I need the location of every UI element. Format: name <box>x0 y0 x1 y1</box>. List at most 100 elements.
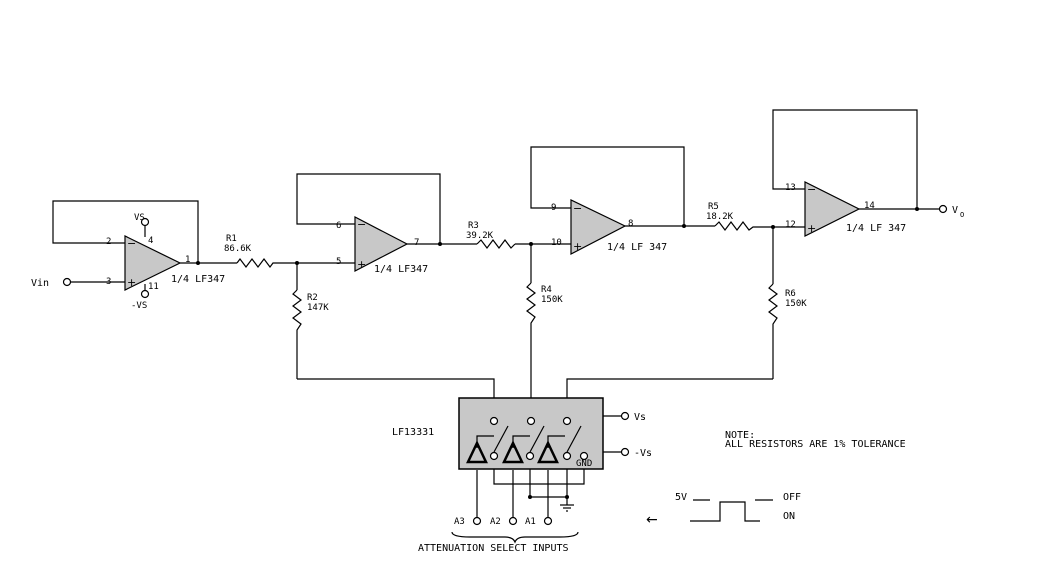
u2-feedback-wire <box>296 173 441 244</box>
junction-r1-r2 <box>295 261 299 265</box>
u3-pin-noninv: 10 <box>551 238 562 248</box>
timing-off-label: OFF <box>783 492 801 503</box>
switch-pin-d1 <box>489 451 499 461</box>
switch-gnd-bus-a <box>493 457 585 485</box>
timing-high-label: 5V <box>675 492 687 503</box>
note-text: ALL RESISTORS ARE 1% TOLERANCE <box>725 439 906 450</box>
junction-r3-r4 <box>529 242 533 246</box>
u1-part-label: 1/4 LF347 <box>171 274 225 285</box>
u1-pin-out: 1 <box>185 255 190 265</box>
inputs-caption: ATTENUATION SELECT INPUTS <box>418 543 569 554</box>
u2-pin-out: 7 <box>414 238 419 248</box>
switch-blade-2 <box>529 425 545 453</box>
u1-pin-inv: 2 <box>106 237 111 247</box>
u3-opamp <box>570 199 627 255</box>
vo-subscript: O <box>960 211 964 219</box>
input-a3-terminal <box>472 516 482 526</box>
junction-u2-out <box>438 242 442 246</box>
resistor-labels: R1 86.6K R2 147K R3 39.2K R4 150K R5 18.… <box>224 202 807 313</box>
u3-part-label: 1/4 LF 347 <box>607 242 667 253</box>
r1-value: 86.6K <box>224 244 252 254</box>
ground-icon <box>560 504 574 512</box>
u1-vplus-terminal <box>140 217 150 227</box>
r5-value: 18.2K <box>706 212 734 222</box>
u2-minus-sign: − <box>357 218 366 231</box>
u1-vminus-terminal <box>140 289 150 299</box>
junction-u3-out <box>682 224 686 228</box>
switch-vs-terminal <box>620 411 630 421</box>
junction-u1-out <box>196 261 200 265</box>
driver-icon-1 <box>466 440 488 464</box>
input-a2-label: A2 <box>490 517 501 527</box>
r2-name: R2 <box>307 293 318 303</box>
vin-label: Vin <box>31 278 49 289</box>
wires <box>52 109 939 517</box>
r4-value: 150K <box>541 295 563 305</box>
r5-name: R5 <box>708 202 719 212</box>
u1-plus-sign: + <box>127 276 136 289</box>
switch-pin-s1 <box>489 416 499 426</box>
switch-pin-d2 <box>525 451 535 461</box>
input-a3-label: A3 <box>454 517 465 527</box>
u2-opamp <box>354 216 409 272</box>
switch-vs-label: Vs <box>634 412 646 423</box>
r1-name: R1 <box>226 234 237 244</box>
r6-name: R6 <box>785 289 796 299</box>
r1-resistor <box>236 258 275 268</box>
vo-terminal <box>938 204 948 214</box>
u4-feedback-wire <box>772 109 918 209</box>
timing-arrow-icon: ← <box>646 512 658 528</box>
u3-pin-out: 8 <box>628 219 633 229</box>
note-title: NOTE: <box>725 430 755 441</box>
u2-part-label: 1/4 LF347 <box>374 264 428 275</box>
switch-pin-s2 <box>526 416 536 426</box>
u1-pin-vminus: 11 <box>148 282 159 292</box>
u1-minus-sign: − <box>127 237 136 250</box>
opamp-signs: − + − + − + − + <box>127 183 816 289</box>
resistors <box>236 221 778 333</box>
driver-icon-3 <box>537 440 559 464</box>
junctions <box>196 207 919 499</box>
u4-opamp <box>804 181 861 237</box>
u4-part-label: 1/4 LF 347 <box>846 223 906 234</box>
pin-numbers: 2 3 1 4 11 6 5 7 9 10 8 13 12 14 <box>106 183 875 292</box>
u3-feedback-wire <box>530 146 685 226</box>
opamps <box>124 181 861 291</box>
r5-resistor <box>714 221 755 231</box>
u1-feedback-wire <box>52 200 199 263</box>
timing-pulse <box>690 501 760 522</box>
switch-pin-s3 <box>562 416 572 426</box>
switch-vminus-terminal <box>620 447 630 457</box>
analog-switch: GND <box>458 397 604 470</box>
r2-value: 147K <box>307 303 329 313</box>
input-a1-label: A1 <box>525 517 536 527</box>
u2-pin-noninv: 5 <box>336 257 341 267</box>
junction-r5-r6 <box>771 225 775 229</box>
switch-gnd-label: GND <box>576 459 592 469</box>
u2-plus-sign: + <box>357 258 366 271</box>
u4-pin-noninv: 12 <box>785 220 796 230</box>
driver-icon-2 <box>502 440 524 464</box>
switch-vminus-label: -Vs <box>634 448 652 459</box>
r2-resistor <box>292 289 302 333</box>
u4-pin-inv: 13 <box>785 183 796 193</box>
u2-pin-inv: 6 <box>336 221 341 231</box>
r6-value: 150K <box>785 299 807 309</box>
input-a2-terminal <box>508 516 518 526</box>
u1-opamp <box>124 235 182 291</box>
r3-name: R3 <box>468 221 479 231</box>
r3-resistor <box>476 239 516 249</box>
u4-minus-sign: − <box>807 183 816 196</box>
timing-on-label: ON <box>783 511 795 522</box>
u4-pin-out: 14 <box>864 201 875 211</box>
u3-pin-inv: 9 <box>551 203 556 213</box>
vin-terminal <box>62 277 72 287</box>
r4-name: R4 <box>541 285 552 295</box>
u4-plus-sign: + <box>807 222 816 235</box>
r3-value: 39.2K <box>466 231 494 241</box>
switch-part-label: LF13331 <box>392 427 434 438</box>
switch-blade-3 <box>566 425 582 453</box>
inputs-brace <box>451 531 579 544</box>
u1-pin-noninv: 3 <box>106 277 111 287</box>
